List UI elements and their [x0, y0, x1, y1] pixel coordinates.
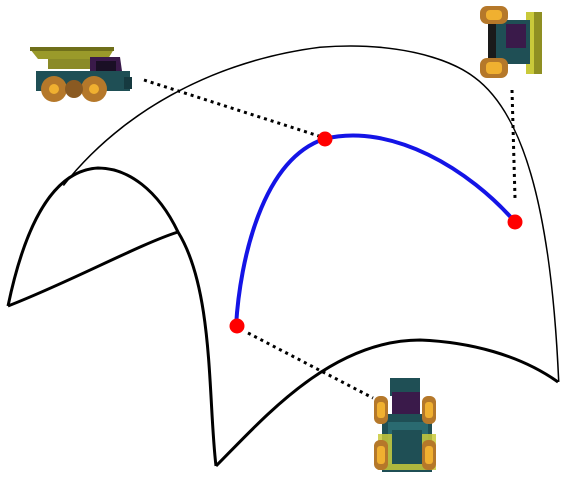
truck-view-top	[374, 378, 436, 472]
truck-rear-plate-shadow	[534, 12, 542, 74]
waypoints	[229, 131, 523, 334]
leader-lines	[143, 78, 517, 400]
surface-body	[8, 46, 558, 466]
truck-rear-wheel-bottom-hub	[486, 62, 502, 74]
truck-bumper	[124, 77, 132, 89]
truck-bed	[30, 49, 114, 59]
middle-waypoint	[317, 131, 333, 147]
leader-line-middle	[143, 78, 323, 139]
truck-top-bed-inner	[392, 430, 422, 464]
start-waypoint	[229, 318, 245, 334]
end-waypoint	[507, 214, 523, 230]
truck-top-cab	[390, 378, 420, 396]
leader-line-start	[247, 331, 374, 400]
truck-frame	[48, 59, 104, 69]
surface-left-flap-edge	[7, 230, 179, 308]
surface-inner-arch	[6, 166, 218, 467]
truck-top-hub-rr	[425, 446, 433, 464]
truck-top-cab-roof	[392, 392, 420, 416]
truck-cab-window	[96, 61, 116, 71]
surface-front-edge	[214, 338, 559, 468]
truck-wheel-mid	[65, 80, 83, 98]
truck-top-hub-rl	[377, 446, 385, 464]
truck-top-hub-fr	[425, 402, 433, 418]
truck-hub-front	[89, 84, 99, 94]
truck-view-side	[30, 47, 132, 102]
curved-manifold-surface	[6, 45, 560, 468]
truck-rear-cab	[506, 24, 526, 48]
truck-top-hub-fl	[377, 402, 385, 418]
truck-hub-rear	[49, 84, 59, 94]
truck-rear-wheel-top-hub	[486, 10, 502, 20]
truck-rear-axle	[488, 24, 496, 58]
truck-bed-rim	[30, 47, 114, 51]
truck-view-back	[480, 6, 542, 78]
